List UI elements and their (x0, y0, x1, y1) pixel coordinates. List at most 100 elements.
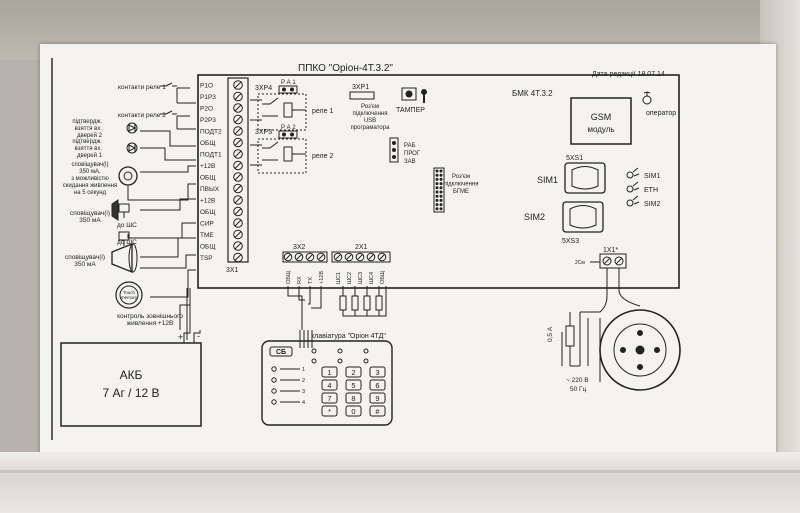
keypad-key[interactable]: 3 (369, 366, 386, 378)
keyboard-status-leds (311, 348, 369, 364)
terminal-screw (233, 160, 243, 171)
key-cap[interactable] (369, 366, 386, 378)
connector-screw-slot (307, 254, 313, 260)
key-cap[interactable] (345, 379, 362, 391)
connector-screw-slot (346, 254, 352, 260)
terminal-screw (233, 103, 243, 113)
jumper-label: РАБ (404, 143, 416, 149)
keypad-key[interactable]: 8 (345, 392, 362, 404)
diagram-title: ППКО "Оріон-4Т.3.2" (298, 63, 393, 74)
label-line: підтвердж. (72, 119, 102, 125)
shs1-symbol (118, 203, 130, 218)
key-cap[interactable] (369, 392, 386, 404)
bgme-connector (433, 167, 445, 213)
to-shs-label-2: до ШС (117, 239, 137, 246)
jumper-label: ПРОГ (404, 151, 421, 157)
keypad-key[interactable]: * (321, 405, 338, 417)
bgme-pin (435, 182, 439, 186)
led-eth-label: ETH (644, 187, 658, 194)
terminal-screw (233, 91, 243, 102)
terminal-label: ПОДТ2 (200, 129, 222, 136)
zone-number: 1 (302, 367, 305, 373)
siren2-label: сповіщувач(і)350 мА (70, 209, 110, 224)
keypad-key[interactable]: 7 (321, 392, 338, 404)
siren2-icon (111, 199, 119, 221)
battery-box (60, 342, 202, 427)
key-cap[interactable] (321, 392, 338, 404)
keypad-key[interactable]: # (369, 405, 386, 417)
label-line: дверей 2 (77, 132, 103, 139)
screw-slot (234, 208, 242, 215)
label-line: скидання живлення (63, 183, 118, 189)
connector-screw (333, 252, 343, 262)
power-connector (599, 253, 627, 269)
confirm1-label: підтвердж.взяття вх.дверей 1 (72, 139, 102, 159)
relay2-label: реле 2 (312, 153, 333, 160)
key-cap[interactable] (321, 405, 338, 417)
label-line: memory (121, 295, 138, 300)
siren1-label: сповіщувач(і)350 мА,з можливістюскидання… (63, 162, 118, 196)
label-line: підключення (353, 111, 388, 117)
relay-xp4-label: 3ХР4 (255, 85, 272, 92)
screw-slot (234, 231, 242, 238)
keypad-key[interactable]: 2 (345, 366, 362, 378)
key-cap[interactable] (345, 405, 362, 417)
connector-2x1 (331, 251, 391, 263)
zone-led (271, 377, 277, 383)
terminal-label: Р1О (200, 83, 213, 90)
terminal-label: ОБЩ (200, 175, 215, 182)
key-cap[interactable] (345, 366, 362, 378)
keypad-key[interactable]: 9 (369, 392, 386, 404)
screw-slot (234, 185, 242, 192)
antenna-icon (642, 91, 652, 105)
label-line: живлення +12В (127, 320, 174, 327)
sim2-label: SIM2 (524, 212, 545, 222)
connector-screw (283, 252, 293, 262)
main-board-outline (197, 74, 680, 289)
board-name: БМК 4Т.3.2 (512, 89, 553, 98)
keypad-key[interactable]: 0 (345, 405, 362, 417)
key-cap[interactable] (369, 379, 386, 391)
connector-pin-label: ШС2 (347, 272, 353, 284)
keypad-key[interactable]: 6 (369, 379, 386, 391)
terminal-screw (233, 80, 243, 90)
mains-frequency-label: 50 Гц (570, 386, 587, 393)
screw-slot (234, 104, 242, 112)
label-line: контроль зовнішнього (117, 312, 183, 320)
screw-slot (234, 162, 242, 169)
terminal-screw (233, 229, 243, 240)
key-label: 3 (375, 368, 379, 377)
connector-screw-slot (285, 254, 291, 260)
connector-screw-slot (357, 254, 363, 260)
mains-voltage-label: ~ 220 В (566, 377, 589, 384)
siren1-icon (118, 166, 138, 186)
bgme-header (433, 167, 445, 213)
connector-screw (305, 252, 315, 262)
connector-2x1-loop-resistors (339, 286, 387, 317)
keypad-key[interactable]: 1 (321, 366, 338, 378)
connector-screw (344, 252, 354, 262)
label-line: дверей 1 (77, 152, 103, 159)
key-cap[interactable] (321, 366, 338, 378)
key-cap[interactable] (369, 405, 386, 417)
bgme-pin (435, 177, 439, 181)
enclosure-tray (0, 452, 800, 513)
key-cap[interactable] (345, 392, 362, 404)
relay1-box (257, 93, 307, 131)
screw-slot (234, 127, 242, 135)
terminal-label: TSP (200, 255, 213, 262)
screw-slot (234, 242, 242, 250)
sim1-holder (564, 162, 606, 194)
sim2-holder (562, 201, 604, 233)
keypad-key[interactable]: 4 (321, 379, 338, 391)
connector-screw-slot (296, 254, 302, 260)
keypad-key[interactable]: 5 (345, 379, 362, 391)
bgme-pin (439, 203, 443, 207)
led-sim1-label: SIM1 (644, 173, 660, 180)
relay1-symbol (250, 97, 306, 121)
key-label: 9 (375, 394, 379, 403)
key-cap[interactable] (321, 379, 338, 391)
xs1-label: 5XS1 (566, 155, 583, 162)
